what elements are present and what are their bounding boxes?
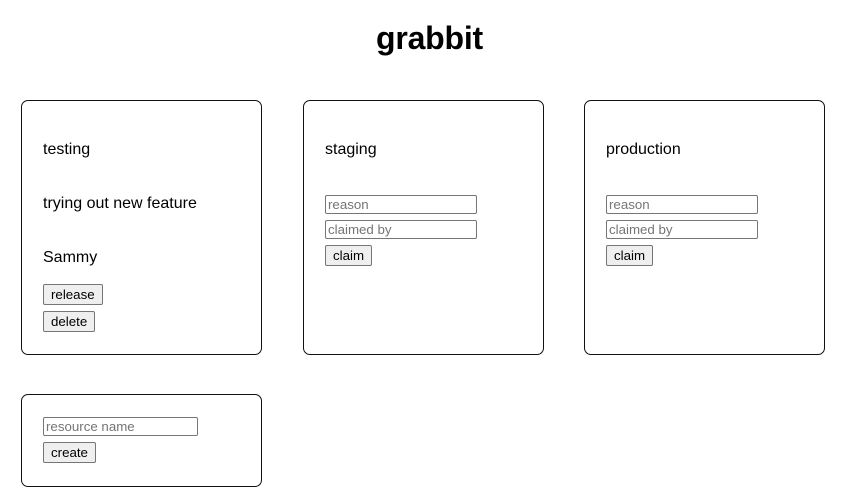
resource-card-testing: testing trying out new feature Sammy rel… [21,100,262,355]
create-button[interactable]: create [43,442,96,463]
resource-card-body: staging claim [325,141,531,266]
claim-button[interactable]: claim [325,245,373,266]
claimed-by-input[interactable] [325,220,477,239]
resource-name-label: testing [43,141,91,158]
delete-button[interactable]: delete [43,311,96,332]
resource-card-body: production claim [606,141,812,266]
resource-claimed-by-text: Sammy [43,249,98,266]
resource-reason-text: trying out new feature [43,195,197,212]
reason-input[interactable] [606,195,758,214]
claim-button[interactable]: claim [606,245,654,266]
create-resource-form: create [43,417,249,463]
resource-card-staging: staging claim [303,100,544,355]
resource-name-input[interactable] [43,417,198,436]
resource-name-label: staging [325,141,377,158]
resource-card-body: testing trying out new feature Sammy rel… [43,141,249,332]
resource-card-production: production claim [584,100,825,355]
page-title: grabbit [375,20,484,56]
create-resource-card: create [21,394,262,487]
claimed-by-input[interactable] [606,220,758,239]
resource-name-label: production [606,141,681,158]
release-button[interactable]: release [43,284,103,305]
reason-input[interactable] [325,195,477,214]
